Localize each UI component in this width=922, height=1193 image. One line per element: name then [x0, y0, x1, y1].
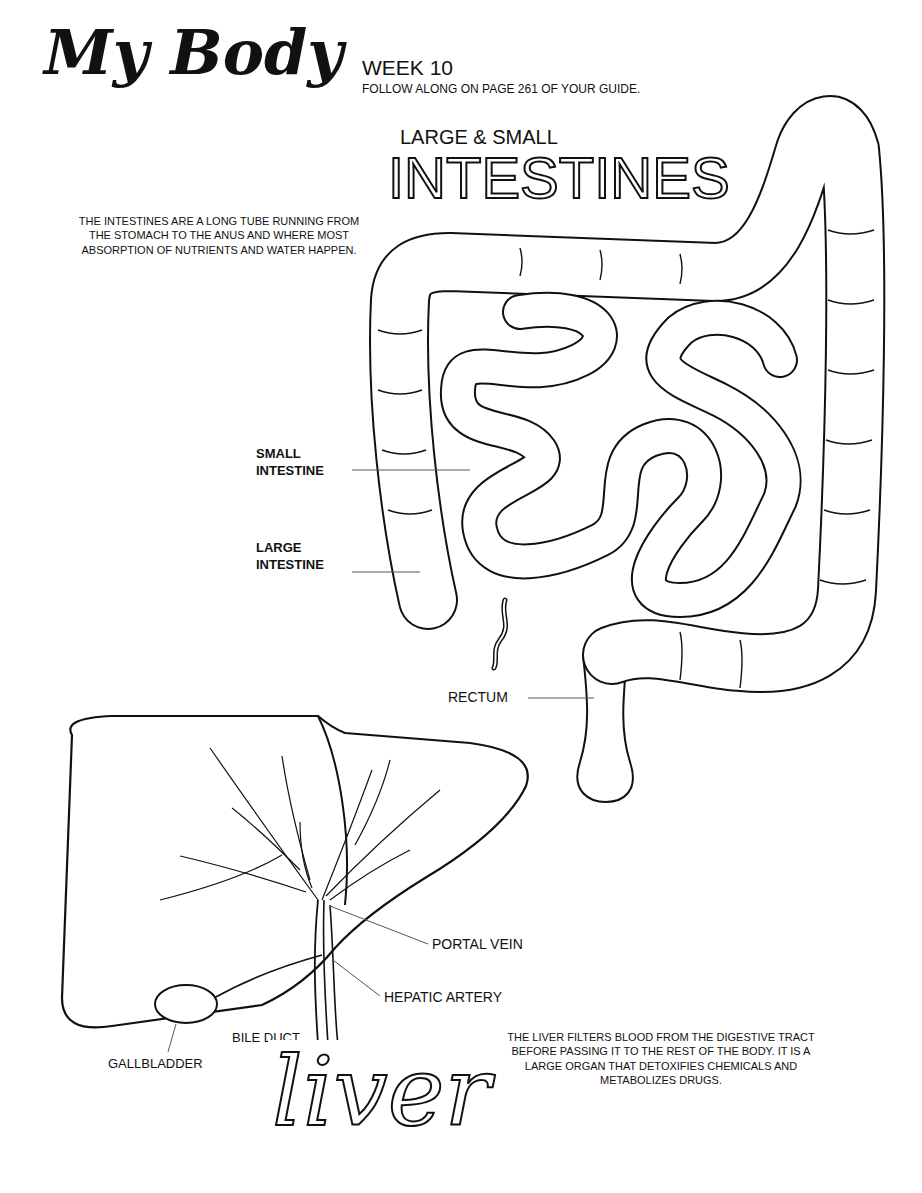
- leader-line: [352, 572, 420, 573]
- vessel: [300, 822, 312, 888]
- page-title: My Body: [44, 14, 343, 92]
- haustra-line: [680, 254, 682, 284]
- gallbladder-shape: [155, 985, 217, 1023]
- vessel: [210, 748, 318, 900]
- part-label: SMALL INTESTINE: [256, 446, 352, 480]
- leader-line: [333, 960, 380, 996]
- vessel: [326, 790, 440, 896]
- vessel: [330, 850, 410, 900]
- section-heading: liver: [268, 1040, 494, 1146]
- intestines-drawing: [378, 125, 874, 802]
- bile-duct: [214, 905, 338, 1045]
- vessel: [232, 808, 300, 870]
- vessel: [322, 770, 372, 900]
- haustra-line: [378, 390, 422, 394]
- liver-note: THE LIVER FILTERS BLOOD FROM THE DIGESTI…: [492, 1030, 830, 1087]
- portal-vein: [315, 900, 318, 1045]
- week-label: WEEK 10: [362, 54, 453, 81]
- haustra-line: [600, 250, 602, 280]
- haustra-line: [740, 640, 742, 688]
- instruction-note: FOLLOW ALONG ON PAGE 261 OF YOUR GUIDE.: [362, 82, 640, 98]
- part-label: GALLBLADDER: [108, 1056, 203, 1073]
- haustra-line: [828, 370, 874, 374]
- part-label: RECTUM: [448, 688, 508, 706]
- leader-line: [330, 906, 428, 944]
- hepatic-artery: [323, 900, 328, 1045]
- vessel: [355, 760, 390, 845]
- haustra-line: [820, 580, 866, 584]
- vessel: [160, 855, 282, 900]
- haustra-line: [378, 330, 422, 334]
- leader-line: [168, 1024, 176, 1052]
- leader-lines: [168, 470, 594, 1052]
- section-heading: INTESTINES: [384, 146, 734, 210]
- small-intestine-outline: [458, 310, 784, 600]
- haustra-line: [382, 450, 426, 454]
- liver-vessels: [160, 748, 440, 900]
- leader-line: [528, 698, 594, 699]
- vessel: [282, 756, 310, 880]
- intro-note: THE INTESTINES ARE A LONG TUBE RUNNING F…: [70, 214, 368, 257]
- small-intestine-fill: [458, 310, 784, 600]
- leader-line: [352, 470, 470, 471]
- haustra-line: [824, 510, 870, 514]
- haustra-line: [680, 632, 682, 680]
- part-label: HEPATIC ARTERY: [384, 988, 502, 1006]
- liver-lobe-line: [318, 716, 347, 905]
- haustra-line: [826, 440, 872, 444]
- haustra-lines: [378, 230, 874, 688]
- appendix-fill: [494, 600, 506, 668]
- part-label: LARGE INTESTINE: [256, 540, 352, 574]
- haustra-line: [828, 300, 874, 304]
- part-label: PORTAL VEIN: [432, 935, 523, 953]
- appendix: [494, 600, 506, 668]
- haustra-line: [828, 230, 874, 234]
- haustra-line: [388, 510, 432, 514]
- liver-outline: [62, 716, 528, 1027]
- liver-drawing: [62, 716, 528, 1045]
- haustra-line: [520, 248, 522, 276]
